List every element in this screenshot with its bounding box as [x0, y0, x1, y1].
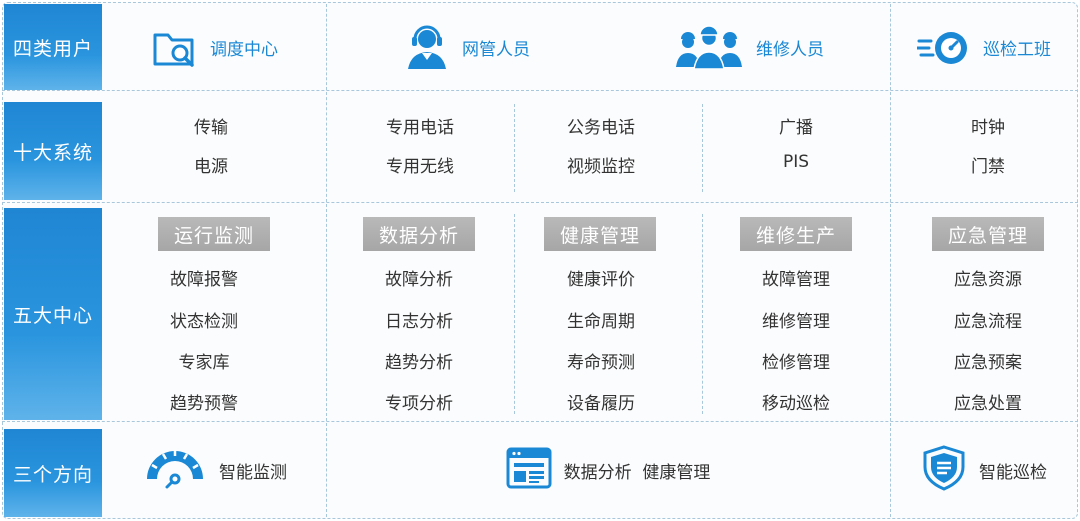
center-item: 故障管理	[762, 270, 830, 290]
shield-icon	[921, 444, 967, 496]
system-item: 专用无线	[386, 157, 454, 177]
column-separator	[890, 204, 891, 421]
row-label-systems: 十大系统	[4, 102, 102, 200]
gauge-icon	[143, 445, 207, 496]
row-label-centers: 五大中心	[4, 208, 102, 420]
center-item: 日志分析	[385, 312, 453, 332]
center-item: 检修管理	[762, 353, 830, 373]
center-item: 趋势预警	[170, 394, 238, 414]
center-item: 专项分析	[385, 394, 453, 414]
center-item: 健康评价	[567, 270, 635, 290]
center-title: 运行监测	[158, 217, 270, 251]
column-separator	[326, 423, 327, 517]
direction-label: 数据分析 健康管理	[563, 462, 711, 483]
direction-label: 智能巡检	[979, 462, 1047, 483]
system-item: PIS	[782, 152, 810, 172]
user-label: 调度中心	[210, 39, 278, 60]
system-item: 专用电话	[386, 118, 454, 138]
direction-smart-monitoring: 智能监测	[104, 423, 326, 517]
center-item: 寿命预测	[567, 353, 635, 373]
folder-search-icon	[152, 27, 198, 67]
system-item: 电源	[194, 157, 228, 177]
row-label-users: 四类用户	[4, 4, 102, 90]
column-separator	[326, 4, 327, 90]
center-item: 故障分析	[385, 270, 453, 290]
center-item: 应急资源	[954, 270, 1022, 290]
system-item: 公务电话	[567, 118, 635, 138]
system-item: 视频监控	[567, 157, 635, 177]
column-separator	[702, 214, 703, 414]
center-item: 设备履历	[567, 394, 635, 414]
center-item: 专家库	[178, 353, 230, 373]
user-label: 维修人员	[756, 39, 824, 60]
center-title: 维修生产	[740, 217, 852, 251]
center-item: 应急流程	[954, 312, 1022, 332]
center-item: 维修管理	[762, 312, 830, 332]
center-item: 移动巡检	[762, 394, 830, 414]
system-item: 时钟	[971, 118, 1005, 138]
column-separator	[890, 92, 891, 202]
column-separator	[326, 92, 327, 202]
speedometer-flame-icon	[917, 27, 971, 67]
headset-operator-icon	[404, 23, 450, 71]
user-label: 网管人员	[462, 39, 530, 60]
row-separator	[2, 421, 1078, 422]
row-separator	[2, 90, 1078, 91]
user-label: 巡检工班	[983, 39, 1051, 60]
direction-smart-inspection: 智能巡检	[890, 423, 1078, 517]
column-separator	[890, 423, 891, 517]
user-dispatch-center: 调度中心	[104, 4, 326, 90]
user-network-admin: 网管人员	[326, 4, 608, 90]
column-separator	[514, 214, 515, 414]
direction-data-health: 数据分析 健康管理	[326, 423, 890, 517]
row-label-directions: 三个方向	[4, 429, 102, 517]
center-item: 故障报警	[170, 270, 238, 290]
center-item: 应急处置	[954, 394, 1022, 414]
center-item: 趋势分析	[385, 353, 453, 373]
workers-group-icon	[674, 25, 744, 69]
center-item: 生命周期	[567, 312, 635, 332]
column-separator	[702, 104, 703, 192]
browser-window-icon	[506, 447, 552, 494]
center-title: 数据分析	[363, 217, 475, 251]
center-item: 状态检测	[170, 312, 238, 332]
system-item: 传输	[194, 118, 228, 138]
center-title: 健康管理	[544, 217, 656, 251]
center-item: 应急预案	[954, 353, 1022, 373]
column-separator	[514, 104, 515, 192]
system-item: 广播	[779, 118, 813, 138]
direction-label: 智能监测	[219, 462, 287, 483]
system-item: 门禁	[971, 157, 1005, 177]
column-separator	[326, 204, 327, 421]
row-separator	[2, 202, 1078, 203]
center-title: 应急管理	[932, 217, 1044, 251]
user-inspection-team: 巡检工班	[890, 4, 1078, 90]
column-separator	[890, 4, 891, 90]
user-maintenance-staff: 维修人员	[608, 4, 890, 90]
